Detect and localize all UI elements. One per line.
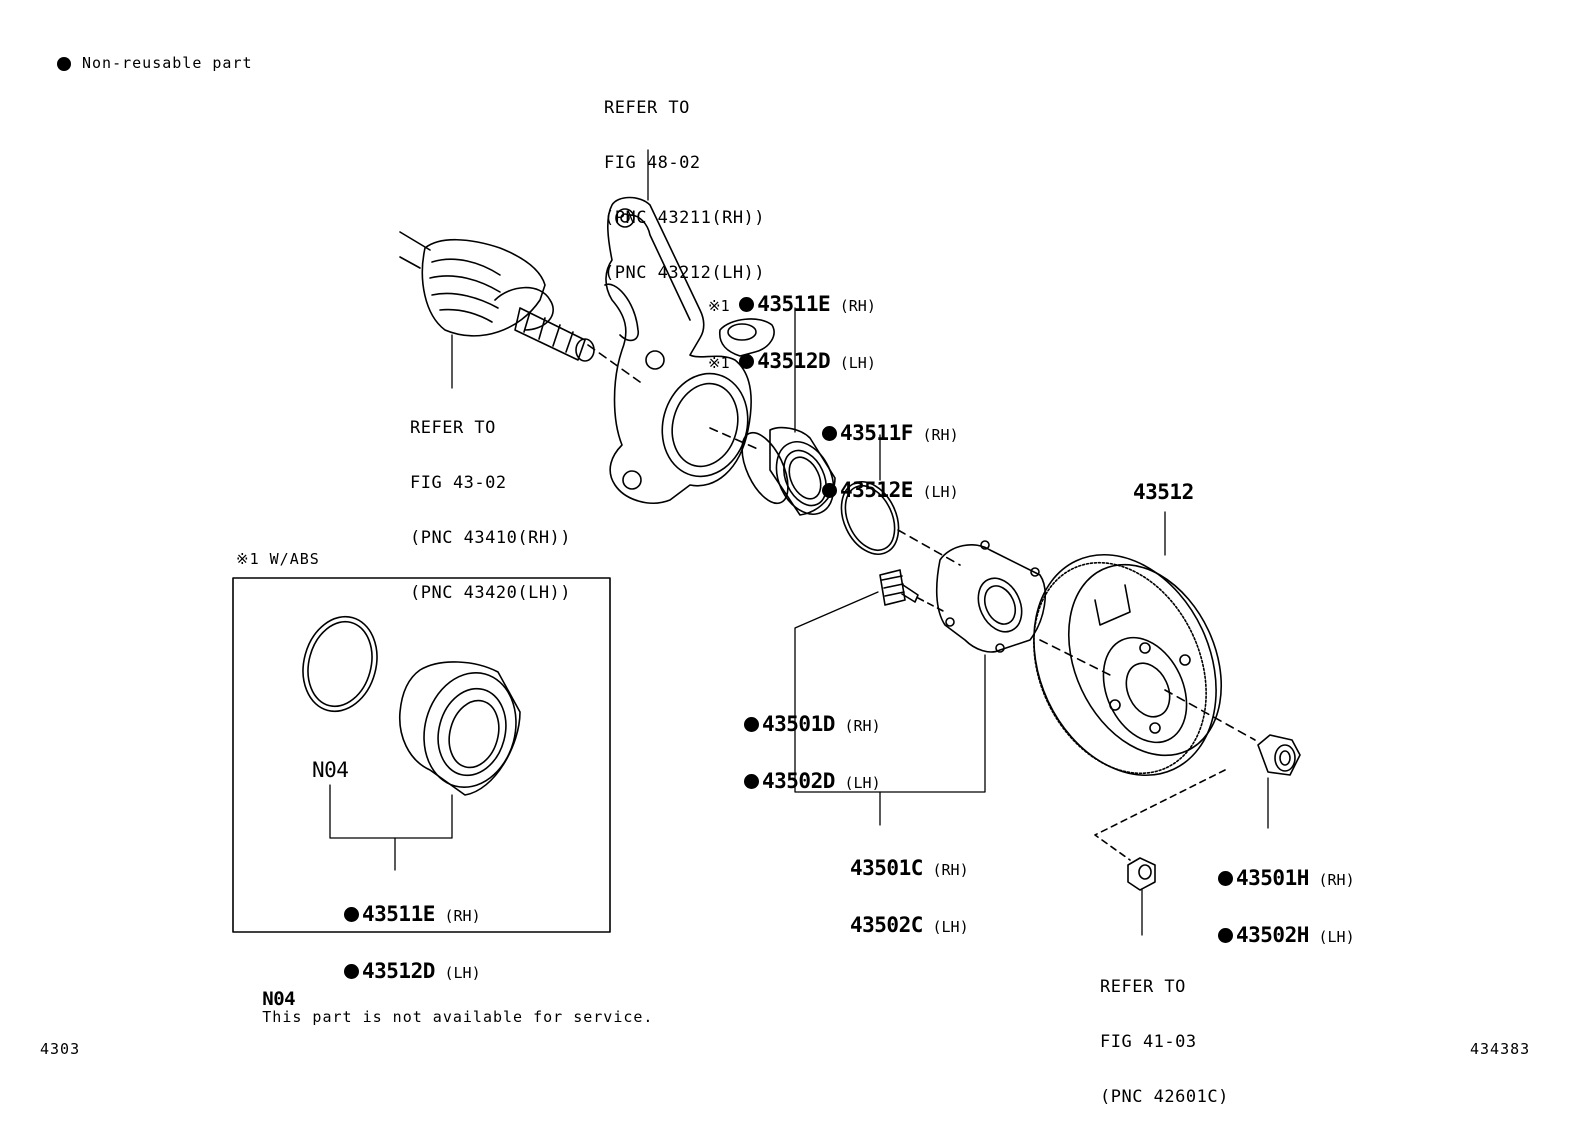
- brake-disc: [1033, 553, 1256, 777]
- non-reusable-dot-icon: [739, 354, 755, 369]
- non-reusable-dot-icon: [1218, 871, 1233, 886]
- snap-ring-part-numbers: 43511F (RH) 43512E (LH): [822, 391, 959, 521]
- leader-lines: [451, 149, 1269, 936]
- knuckle-ref: REFER TO FIG 48-02 (PNC 43211(RH)) (PNC …: [604, 98, 766, 283]
- lug-nut: [1094, 769, 1226, 891]
- exploded-parts-diagram: [57, 57, 1301, 936]
- hub-nut: [1257, 734, 1301, 776]
- snap-ring: [840, 481, 961, 566]
- footer-figure-number: 4303: [40, 1040, 81, 1058]
- drive-shaft: [399, 231, 641, 383]
- wheel-bearing: [741, 426, 836, 516]
- non-reusable-dot-icon: [822, 483, 837, 498]
- legend-dot-icon: [57, 57, 71, 71]
- inset-title: ※1 W/ABS: [236, 550, 320, 568]
- non-reusable-dot-icon: [344, 964, 359, 979]
- non-reusable-dot-icon: [344, 907, 359, 922]
- legend-non-reusable: Non-reusable part: [82, 54, 253, 72]
- nut-ref: REFER TO FIG 41-03 (PNC 42601C): [1100, 977, 1229, 1107]
- service-note: N04 This part is not available for servi…: [262, 988, 654, 1026]
- inset-bearing-part-numbers: 43511E (RH) 43512D (LH): [344, 872, 481, 1002]
- hub-part-numbers: 43501C (RH) 43502C (LH): [850, 856, 969, 937]
- inset-n04-label: N04: [312, 758, 349, 782]
- footer-illustration-number: 434383: [1470, 1040, 1531, 1058]
- axle-hub: [935, 540, 1111, 676]
- non-reusable-dot-icon: [822, 426, 837, 441]
- non-reusable-dot-icon: [744, 717, 759, 732]
- steering-knuckle: [604, 196, 775, 504]
- non-reusable-dot-icon: [744, 774, 759, 789]
- bearing-part-numbers: ※1 43511E (RH) ※1 43512D (LH): [708, 292, 876, 373]
- driveshaft-ref: REFER TO FIG 43-02 (PNC 43410(RH)) (PNC …: [410, 418, 572, 603]
- hub-bolt-part-numbers: 43501D (RH) 43502D (LH): [744, 682, 881, 812]
- non-reusable-dot-icon: [739, 297, 755, 312]
- abs-inset: [232, 577, 611, 933]
- disc-part-number: 43512: [1133, 480, 1194, 504]
- hub-bolt: [879, 569, 946, 613]
- non-reusable-dot-icon: [1218, 928, 1233, 943]
- hub-nut-part-numbers: 43501H (RH) 43502H (LH): [1218, 836, 1355, 966]
